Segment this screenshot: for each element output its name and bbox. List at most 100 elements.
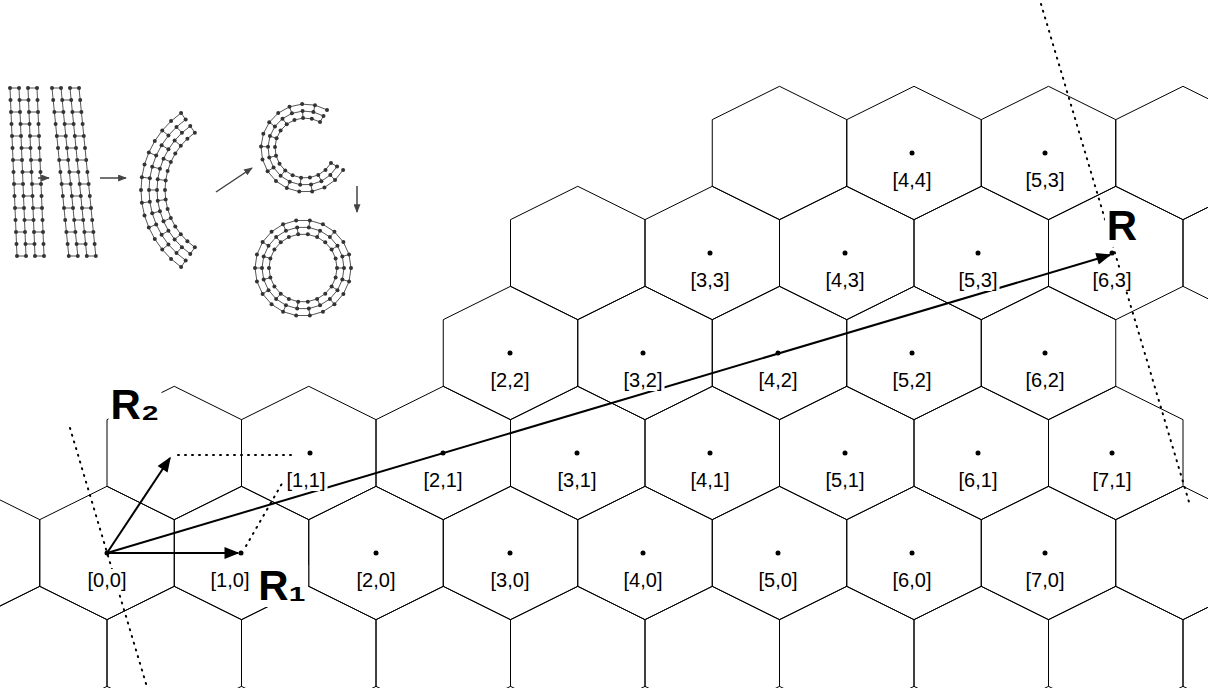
atom-dot: [261, 132, 265, 136]
step-arrow: [100, 177, 126, 179]
atom-dot: [93, 242, 97, 246]
atom-dot: [75, 242, 79, 246]
atom-dot: [321, 222, 325, 226]
bond-line: [296, 315, 310, 316]
atom-dot: [323, 292, 327, 296]
atom-dot: [311, 110, 315, 114]
atom-dot: [12, 182, 16, 186]
nanotube-illustration: [8, 86, 357, 318]
atom-dot: [148, 176, 152, 180]
atom-dot: [285, 186, 289, 190]
atom-dot: [23, 218, 27, 222]
atom-dot: [255, 252, 259, 256]
atom-dot: [268, 276, 272, 280]
atom-dot: [10, 122, 14, 126]
atom-dot: [72, 218, 76, 222]
atom-dot: [21, 182, 25, 186]
atom-dot: [166, 229, 170, 233]
atom-dot: [169, 257, 173, 261]
atom-dot: [325, 108, 329, 112]
atom-dot: [57, 158, 61, 162]
atom-dot: [51, 98, 55, 102]
lattice-index: [3,3]: [689, 269, 732, 291]
lattice-vectors: [107, 255, 1110, 553]
bond-line: [283, 220, 296, 224]
atom-dot: [40, 194, 44, 198]
atom-dot: [153, 139, 157, 143]
lattice-index: [3,1]: [556, 469, 599, 491]
atom-dot: [163, 188, 167, 192]
atom-dot: [29, 158, 33, 162]
atom-dot: [295, 225, 299, 229]
hexagon-cell: [1049, 586, 1184, 688]
hexagon-cell: [981, 86, 1116, 219]
atom-dot: [13, 194, 17, 198]
atom-dot: [310, 189, 314, 193]
atom-dot: [188, 124, 192, 128]
bond-line: [257, 242, 263, 254]
atom-dot: [18, 98, 22, 102]
atom-dot: [15, 254, 19, 258]
atom-dot: [14, 230, 18, 234]
lattice-index: [0,0]: [86, 569, 129, 591]
step-arrow: [216, 168, 252, 192]
dotted-line: [1041, 4, 1189, 502]
dotted-line: [70, 428, 147, 687]
atom-dot: [315, 235, 319, 239]
atom-dot: [180, 131, 184, 135]
atom-dot: [276, 111, 280, 115]
atom-dot: [69, 98, 73, 102]
atom-dot: [156, 199, 160, 203]
carbon-sheet: [253, 218, 353, 317]
hexagon-cell: [242, 386, 377, 519]
atom-dot: [260, 157, 264, 161]
atom-dot: [66, 158, 70, 162]
atom-dot: [40, 206, 44, 210]
atom-dot: [36, 98, 40, 102]
atom-dot: [87, 182, 91, 186]
atom-dot: [158, 209, 162, 213]
atom-dot: [140, 201, 144, 205]
atom-dot: [55, 134, 59, 138]
lattice-index: [1,0]: [209, 569, 252, 591]
atom-dot: [158, 167, 162, 171]
lattice-points: [105, 151, 1115, 556]
atom-dot: [36, 110, 40, 114]
atom-dot: [173, 225, 177, 229]
atom-dot: [193, 131, 197, 135]
atom-dot: [287, 297, 291, 301]
atom-dot: [261, 292, 265, 296]
atom-dot: [68, 86, 72, 90]
hexagon-cell: [511, 586, 646, 688]
atom-dot: [166, 169, 170, 173]
atom-dot: [147, 226, 151, 230]
atom-dot: [15, 242, 19, 246]
atom-dot: [270, 302, 274, 306]
atom-dot: [294, 218, 298, 222]
atom-dot: [308, 218, 312, 222]
lattice-point: [308, 451, 313, 456]
step-arrow: [356, 186, 358, 212]
hexagon-cell: [712, 86, 847, 219]
atom-dot: [308, 176, 312, 180]
atom-dot: [26, 86, 30, 90]
atom-dot: [267, 156, 271, 160]
step-arrows: [38, 168, 357, 212]
lattice-point: [708, 451, 713, 456]
atom-dot: [41, 230, 45, 234]
atom-dot: [10, 134, 14, 138]
atom-dot: [79, 194, 83, 198]
dotted-line: [246, 480, 284, 546]
atom-dot: [20, 146, 24, 150]
bond-line: [349, 268, 351, 282]
atom-dot: [318, 303, 322, 307]
hexagon-cell: [1049, 386, 1184, 519]
atom-dot: [154, 154, 158, 158]
atom-dot: [11, 146, 15, 150]
lattice-index: [5,2]: [891, 369, 934, 391]
lattice-index: [6,1]: [957, 469, 1000, 491]
atom-dot: [156, 177, 160, 181]
atom-dot: [180, 245, 184, 249]
atom-dot: [179, 144, 183, 148]
